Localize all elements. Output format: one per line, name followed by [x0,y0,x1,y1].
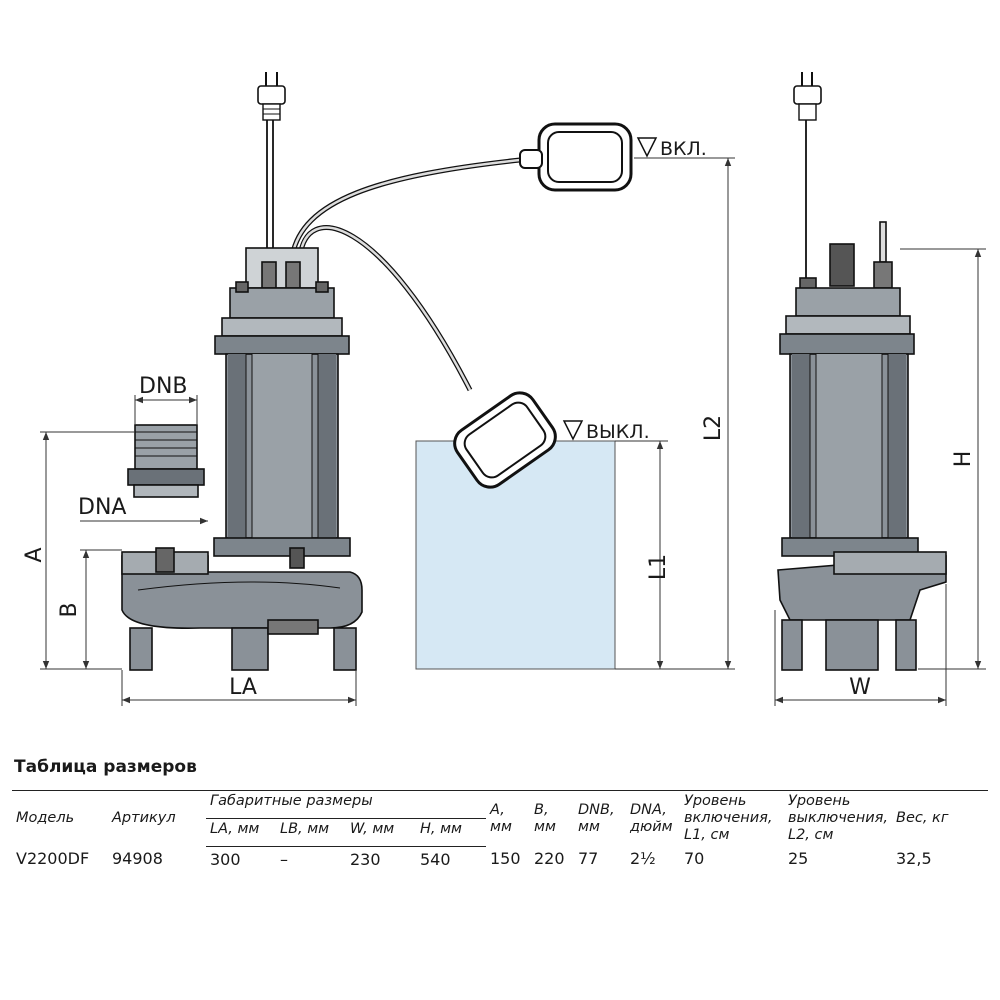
cell-on-level: 70 [684,849,705,869]
col-off-level: Уровень выключения, L2, см [784,790,892,846]
dnb-coupling [127,424,205,498]
label-w: W [849,675,871,700]
label-dna: DNA [78,495,126,520]
col-dnb: DNB, мм [574,790,626,846]
cell-article: 94908 [112,849,163,869]
pump-side-view [777,72,947,671]
level-off-marker-icon [562,420,584,441]
cell-la: 300 [210,849,241,869]
col-h: H, мм [416,818,486,847]
cell-weight: 32,5 [896,849,932,869]
label-la: LA [229,675,257,700]
float-switch-on [519,122,633,192]
cell-off-level: 25 [788,849,809,869]
col-on-level: Уровень включения, L1, см [680,790,784,846]
col-lb: LB, мм [276,818,346,847]
label-off: ВЫКЛ. [586,421,650,443]
plug-icon [257,72,286,248]
cell-h: 540 [420,849,451,869]
dimensions-table: Модель Артикул Габаритные размеры A, мм … [12,789,988,872]
label-h: H [951,451,976,468]
cell-w: 230 [350,849,381,869]
col-model: Модель [12,790,108,846]
table-row: V2200DF 94908 300 – 230 540 150 220 77 2… [12,846,988,872]
cell-lb: – [280,849,288,869]
col-a: A, мм [486,790,530,846]
col-group-overall: Габаритные размеры [206,789,486,820]
cell-b: 220 [534,849,565,869]
level-on-marker-icon [636,137,658,158]
col-w: W, мм [346,818,416,847]
table-header-row: Модель Артикул Габаритные размеры A, мм … [12,789,988,846]
col-b: B, мм [530,790,574,846]
label-on: ВКЛ. [660,138,707,160]
pump-dimension-drawing: DNB DNA A B LA L1 L2 ВКЛ. ВЫКЛ. H W [22,72,986,706]
table-subheader-row: LA, мм LB, мм W, мм H, мм [12,818,988,847]
label-b: B [57,602,82,617]
label-a: A [22,547,47,562]
table-title: Таблица размеров [14,757,197,777]
label-l1: L1 [646,554,671,580]
cell-dnb: 77 [578,849,599,869]
plug-icon [793,72,822,285]
label-dnb: DNB [139,374,188,399]
water-tank [415,440,616,670]
col-article: Артикул [108,790,206,846]
col-la: LA, мм [206,818,276,847]
pump-front-view [121,72,521,671]
cell-dna: 2½ [630,849,656,869]
cell-model: V2200DF [16,849,90,869]
label-l2: L2 [701,415,726,441]
col-weight: Вес, кг [892,790,988,846]
float-switch-off [453,391,557,489]
col-dna: DNA, дюйм [626,790,680,846]
cell-a: 150 [490,849,521,869]
